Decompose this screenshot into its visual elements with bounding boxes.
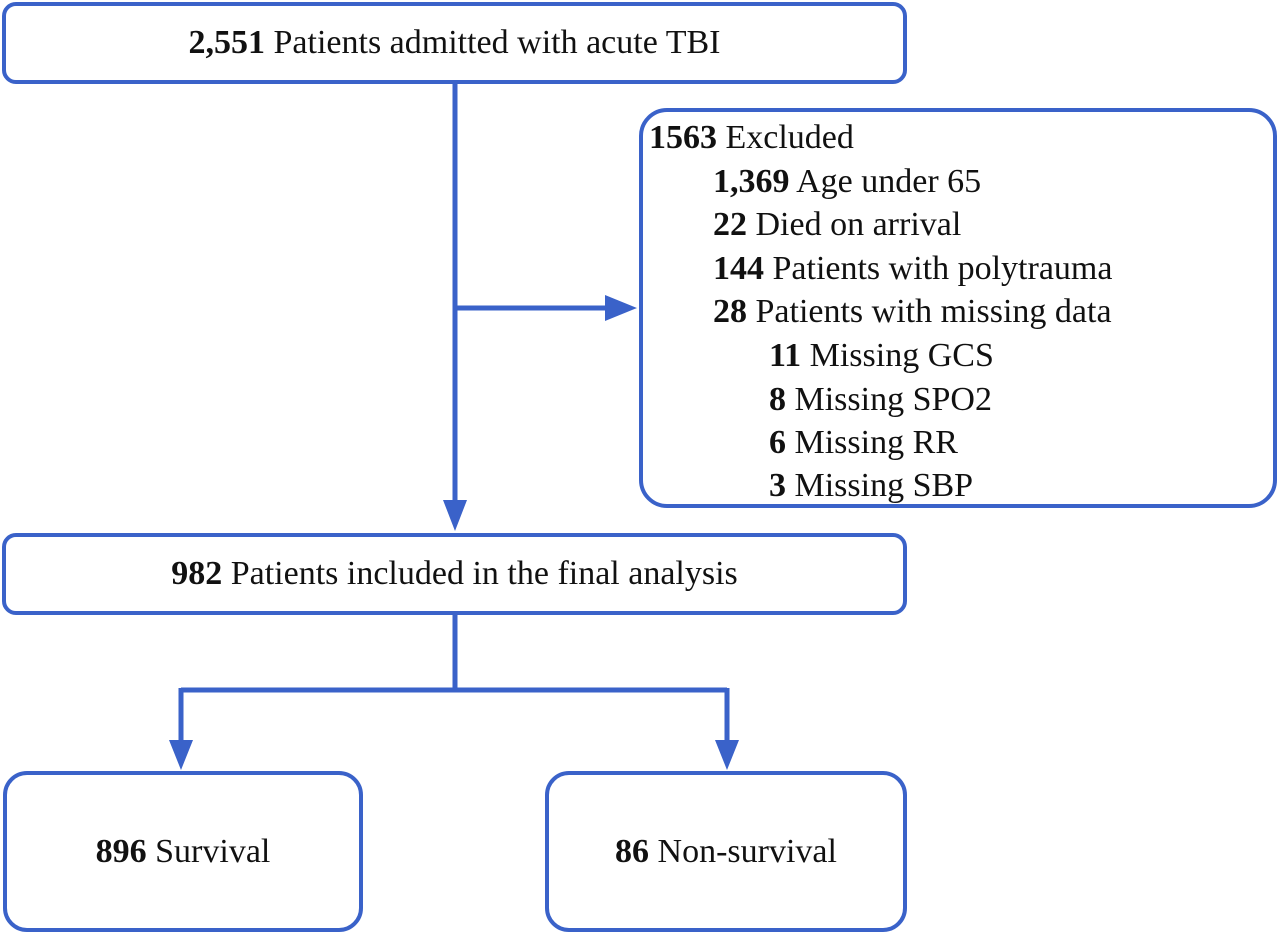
exclusion-item: 28 Patients with missing data [713, 292, 1112, 332]
missing-subitem-label: Missing SBP [794, 467, 974, 504]
arrow-to-included [443, 500, 467, 531]
admitted-label: Patients admitted with acute TBI [273, 24, 721, 61]
included-count: 982 [171, 555, 223, 592]
missing-subitem-count: 3 [769, 467, 786, 504]
missing-subitem-count: 8 [769, 381, 786, 418]
survival-label: Survival [155, 832, 271, 870]
included-label: Patients included in the final analysis [230, 555, 738, 592]
missing-data-subitem: 8 Missing SPO2 [769, 380, 992, 420]
missing-data-subitem: 11 Missing GCS [769, 336, 994, 376]
exclusion-item-label: Age under 65 [796, 163, 982, 200]
exclusion-item-label: Patients with polytrauma [772, 250, 1113, 287]
missing-subitem-count: 6 [769, 424, 786, 461]
missing-subitem-label: Missing RR [794, 424, 958, 461]
missing-subitem-label: Missing SPO2 [794, 381, 992, 418]
missing-subitem-label: Missing GCS [809, 337, 994, 374]
exclusion-item-count: 28 [713, 293, 747, 330]
survival-count: 896 [95, 832, 147, 870]
missing-data-subitem: 3 Missing SBP [769, 466, 973, 506]
arrow-to-nonsurvival [715, 740, 739, 770]
exclusion-item-count: 22 [713, 206, 747, 243]
arrow-to-survival [169, 740, 193, 770]
included-patients-box: 982 Patients included in the final analy… [2, 533, 907, 615]
excluded-patients-box: 1563 Excluded 1,369 Age under 65 22 Died… [639, 108, 1277, 508]
exclusion-item-label: Patients with missing data [755, 293, 1112, 330]
exclusion-item-count: 144 [713, 250, 764, 287]
survival-box: 896 Survival [3, 771, 363, 932]
nonsurvival-label: Non-survival [657, 832, 837, 870]
nonsurvival-box: 86 Non-survival [545, 771, 907, 932]
exclusion-item: 144 Patients with polytrauma [713, 249, 1112, 289]
admitted-patients-box: 2,551 Patients admitted with acute TBI [2, 2, 907, 84]
admitted-count: 2,551 [188, 24, 266, 61]
excluded-label: Excluded [725, 119, 854, 156]
missing-subitem-count: 11 [769, 337, 802, 374]
exclusion-item-count: 1,369 [713, 163, 790, 200]
nonsurvival-count: 86 [615, 832, 650, 870]
arrow-to-excluded [605, 295, 637, 321]
exclusion-item: 1,369 Age under 65 [713, 162, 981, 202]
missing-data-subitem: 6 Missing RR [769, 423, 958, 463]
exclusion-item-label: Died on arrival [755, 206, 962, 243]
excluded-header: 1563 Excluded [649, 118, 854, 158]
exclusion-item: 22 Died on arrival [713, 205, 961, 245]
excluded-count: 1563 [649, 119, 717, 156]
